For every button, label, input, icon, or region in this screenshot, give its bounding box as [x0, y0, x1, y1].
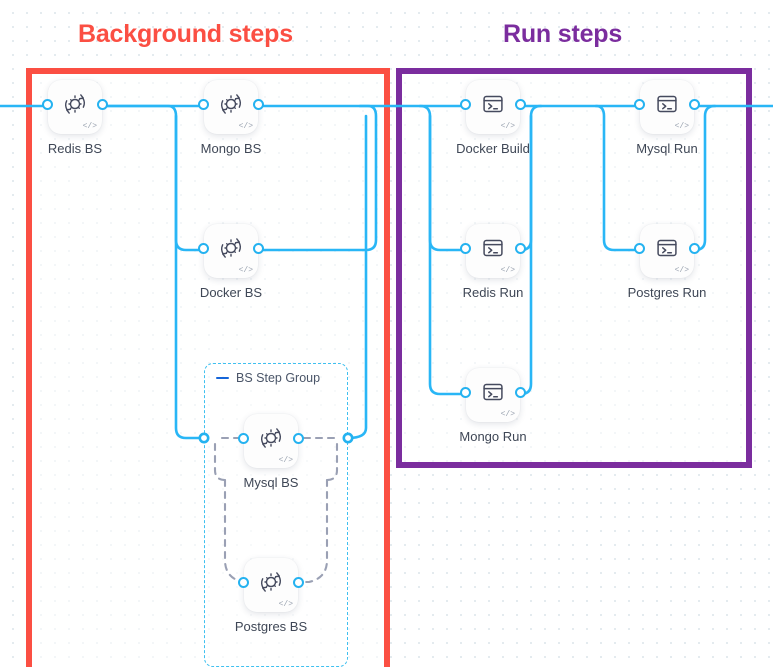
node-output-port[interactable]	[515, 386, 526, 398]
node-card[interactable]: </>	[466, 80, 520, 134]
code-badge[interactable]: </>	[500, 122, 515, 131]
terminal-icon	[478, 377, 508, 407]
node-output-port[interactable]	[253, 98, 264, 110]
node-input-port[interactable]	[198, 242, 209, 254]
code-badge[interactable]: </>	[674, 266, 689, 275]
node-card[interactable]: </>	[244, 558, 298, 612]
node-docker-bs[interactable]: </> Docker BS	[198, 224, 264, 300]
node-mongo-run[interactable]: </> Mongo Run	[459, 368, 527, 444]
node-postgres-run[interactable]: </> Postgres Run	[628, 224, 706, 300]
node-label: Mysql Run	[636, 141, 698, 156]
gear-sync-icon	[216, 233, 246, 263]
code-badge[interactable]: </>	[674, 122, 689, 131]
node-input-port[interactable]	[42, 98, 53, 110]
node-label: Redis Run	[462, 285, 524, 300]
node-input-port[interactable]	[198, 98, 209, 110]
terminal-icon	[652, 233, 682, 263]
node-card[interactable]: </>	[244, 414, 298, 468]
node-redis-bs[interactable]: </> Redis BS	[42, 80, 108, 156]
gear-sync-icon	[256, 567, 286, 597]
node-card[interactable]: </>	[466, 368, 520, 422]
code-badge[interactable]: </>	[500, 410, 515, 419]
node-output-port[interactable]	[689, 242, 700, 254]
node-label: Postgres Run	[627, 285, 707, 300]
node-output-port[interactable]	[293, 432, 304, 444]
node-label: Postgres BS	[234, 619, 308, 634]
terminal-icon	[478, 233, 508, 263]
dash-icon[interactable]	[216, 376, 229, 380]
node-output-port[interactable]	[515, 242, 526, 254]
node-input-port[interactable]	[460, 386, 471, 398]
code-badge[interactable]: </>	[238, 266, 253, 275]
run-steps-frame	[396, 68, 752, 468]
node-output-port[interactable]	[293, 576, 304, 588]
code-badge[interactable]: </>	[82, 122, 97, 131]
bs-step-group-label: BS Step Group	[236, 371, 321, 385]
node-output-port[interactable]	[515, 98, 526, 110]
node-label: Mongo Run	[459, 429, 527, 444]
node-card[interactable]: </>	[466, 224, 520, 278]
node-label: Mysql BS	[243, 475, 299, 490]
bs-step-group-header[interactable]: BS Step Group	[216, 371, 320, 385]
node-output-port[interactable]	[253, 242, 264, 254]
node-input-port[interactable]	[634, 98, 645, 110]
gear-sync-icon	[256, 423, 286, 453]
node-label: Docker Build	[456, 141, 530, 156]
node-mysql-run[interactable]: </> Mysql Run	[634, 80, 700, 156]
node-redis-run[interactable]: </> Redis Run	[460, 224, 526, 300]
code-badge[interactable]: </>	[500, 266, 515, 275]
node-mysql-bs[interactable]: </> Mysql BS	[238, 414, 304, 490]
terminal-icon	[652, 89, 682, 119]
background-steps-title: Background steps	[78, 20, 293, 48]
code-badge[interactable]: </>	[278, 600, 293, 609]
gear-sync-icon	[216, 89, 246, 119]
node-input-port[interactable]	[238, 576, 249, 588]
run-steps-title: Run steps	[503, 20, 623, 48]
node-input-port[interactable]	[460, 242, 471, 254]
code-badge[interactable]: </>	[278, 456, 293, 465]
node-output-port[interactable]	[97, 98, 108, 110]
node-input-port[interactable]	[460, 98, 471, 110]
node-mongo-bs[interactable]: </> Mongo BS	[198, 80, 264, 156]
node-output-port[interactable]	[689, 98, 700, 110]
node-input-port[interactable]	[634, 242, 645, 254]
node-label: Docker BS	[199, 285, 263, 300]
node-label: Mongo BS	[200, 141, 262, 156]
gear-sync-icon	[60, 89, 90, 119]
node-input-port[interactable]	[238, 432, 249, 444]
node-card[interactable]: </>	[204, 224, 258, 278]
node-card[interactable]: </>	[640, 80, 694, 134]
terminal-icon	[478, 89, 508, 119]
node-docker-build[interactable]: </> Docker Build	[456, 80, 530, 156]
code-badge[interactable]: </>	[238, 122, 253, 131]
node-postgres-bs[interactable]: </> Postgres BS	[235, 558, 307, 634]
node-card[interactable]: </>	[48, 80, 102, 134]
node-card[interactable]: </>	[204, 80, 258, 134]
node-card[interactable]: </>	[640, 224, 694, 278]
node-label: Redis BS	[47, 141, 103, 156]
